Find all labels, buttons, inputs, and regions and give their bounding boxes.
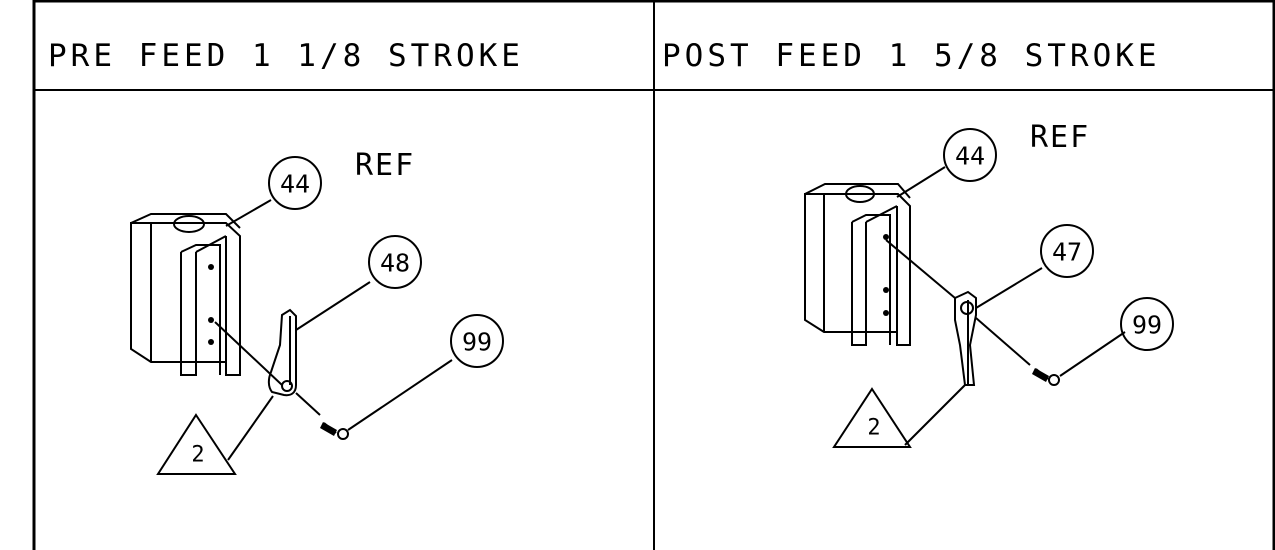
svg-text:2: 2	[191, 443, 204, 468]
feed-block	[130, 213, 241, 376]
pawl-47	[954, 290, 977, 386]
panel-pre-feed: PRE FEED 1 1/8 STROKE	[48, 38, 524, 475]
leader-lines	[214, 199, 453, 461]
svg-text:48: 48	[380, 249, 410, 278]
screw-99	[320, 422, 349, 440]
svg-text:47: 47	[1052, 238, 1082, 267]
panel-title: PRE FEED 1 1/8 STROKE	[48, 38, 524, 74]
callout-99: 99	[450, 314, 504, 368]
callout-48: 48	[368, 235, 422, 289]
svg-text:44: 44	[280, 170, 310, 199]
callout-47: 47	[1040, 224, 1094, 278]
panel-title: POST FEED 1 5/8 STROKE	[662, 38, 1161, 74]
svg-text:2: 2	[867, 416, 880, 441]
callout-99: 99	[1120, 297, 1174, 351]
ref-label: REF	[355, 148, 415, 183]
feed-block	[804, 183, 911, 346]
ref-label: REF	[1030, 120, 1090, 155]
callout-44: 44	[943, 128, 997, 182]
pawl-48	[267, 308, 297, 397]
svg-text:99: 99	[462, 328, 492, 357]
frame	[32, 0, 1275, 550]
triangle-note-2: 2	[156, 413, 237, 475]
callout-44: 44	[268, 156, 322, 210]
svg-text:99: 99	[1132, 311, 1162, 340]
svg-text:44: 44	[955, 142, 985, 171]
panel-post-feed: POST FEED 1 5/8 STROKE	[662, 38, 1174, 448]
triangle-note-2: 2	[832, 387, 912, 448]
screw-99	[1032, 368, 1060, 386]
leader-lines	[885, 166, 1126, 446]
